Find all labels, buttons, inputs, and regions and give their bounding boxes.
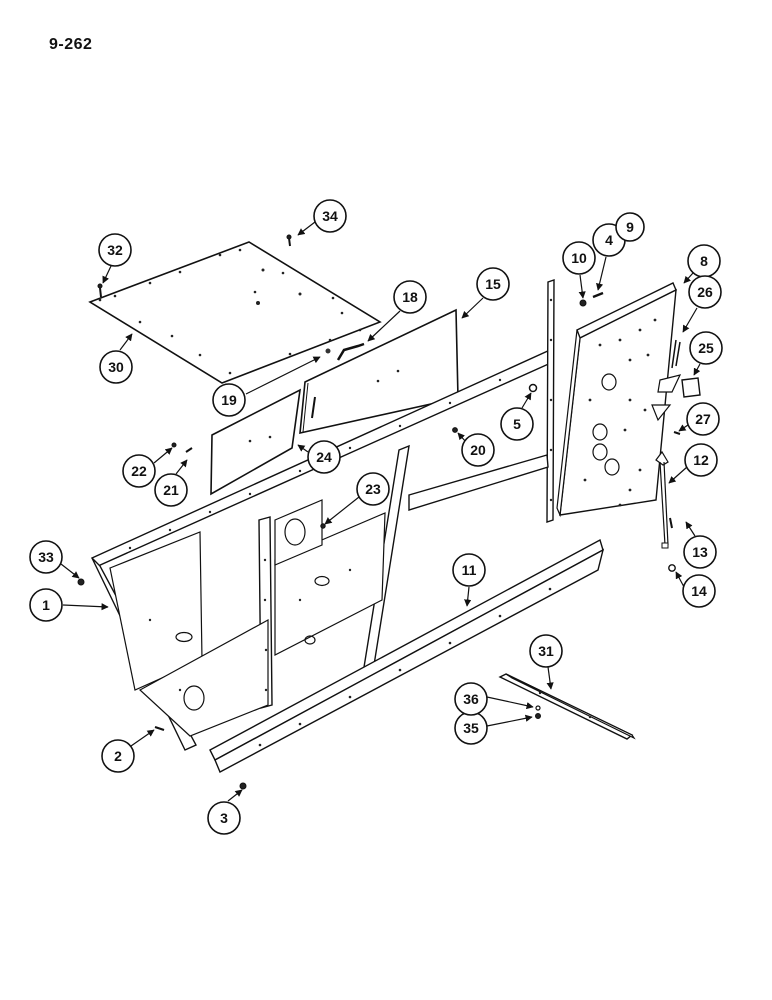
callout-23: 23 xyxy=(356,472,390,506)
callout-33: 33 xyxy=(29,540,63,574)
callout-19: 19 xyxy=(212,383,246,417)
callout-21: 21 xyxy=(154,473,188,507)
page-number: 9-262 xyxy=(49,36,93,53)
callout-20: 20 xyxy=(461,433,495,467)
callout-32: 32 xyxy=(98,233,132,267)
callout-label: 12 xyxy=(693,452,709,468)
callout-24: 24 xyxy=(307,440,341,474)
callout-9: 9 xyxy=(615,212,645,242)
cross-bar xyxy=(498,673,636,740)
callout-12: 12 xyxy=(684,443,718,477)
callout-label: 4 xyxy=(605,232,613,248)
callout-35: 35 xyxy=(454,711,488,745)
callout-label: 24 xyxy=(316,449,332,465)
callout-label: 15 xyxy=(485,276,501,292)
callout-22: 22 xyxy=(122,454,156,488)
callout-label: 21 xyxy=(163,482,179,498)
callout-label: 1 xyxy=(42,597,50,613)
callout-label: 11 xyxy=(462,562,477,578)
side-panel-lower xyxy=(210,388,302,496)
callout-label: 23 xyxy=(365,481,381,497)
brace-rod xyxy=(655,450,669,549)
callout-label: 33 xyxy=(38,549,54,565)
callouts: 1 2 3 4 5 8 9 10 11 12 13 14 15 18 19 20… xyxy=(29,199,723,835)
callout-label: 30 xyxy=(108,359,124,375)
callout-3: 3 xyxy=(207,801,241,835)
callout-label: 8 xyxy=(700,253,708,269)
callout-label: 26 xyxy=(697,284,713,300)
callout-13: 13 xyxy=(683,535,717,569)
bracket-cap xyxy=(681,377,701,398)
callout-label: 2 xyxy=(114,748,122,764)
callout-1: 1 xyxy=(29,588,63,622)
callout-label: 9 xyxy=(626,219,634,235)
callout-11: 11 xyxy=(452,553,486,587)
callout-2: 2 xyxy=(101,739,135,773)
end-plate xyxy=(556,282,682,518)
callout-label: 5 xyxy=(513,416,521,432)
callout-25: 25 xyxy=(689,331,723,365)
top-panel xyxy=(88,241,382,384)
callout-26: 26 xyxy=(688,275,722,309)
callout-label: 27 xyxy=(695,411,711,427)
leader-lines xyxy=(60,221,701,802)
callout-label: 10 xyxy=(571,250,587,266)
callout-label: 18 xyxy=(402,289,418,305)
callout-label: 31 xyxy=(538,643,554,659)
callout-31: 31 xyxy=(529,634,563,668)
callout-15: 15 xyxy=(476,267,510,301)
callout-18: 18 xyxy=(393,280,427,314)
callout-label: 36 xyxy=(463,691,479,707)
callout-36: 36 xyxy=(454,682,488,716)
hardware xyxy=(77,234,681,790)
callout-14: 14 xyxy=(682,574,716,608)
bottom-rail xyxy=(209,538,605,773)
callout-27: 27 xyxy=(686,402,720,436)
callout-label: 14 xyxy=(691,583,707,599)
callout-label: 20 xyxy=(470,442,486,458)
callout-label: 19 xyxy=(221,392,237,408)
callout-label: 13 xyxy=(692,544,708,560)
callout-5: 5 xyxy=(500,407,534,441)
callout-8: 8 xyxy=(687,244,721,278)
callout-label: 22 xyxy=(131,463,147,479)
callout-label: 35 xyxy=(463,720,479,736)
main-frame xyxy=(90,279,555,751)
callout-label: 3 xyxy=(220,810,228,826)
callout-34: 34 xyxy=(313,199,347,233)
callout-label: 34 xyxy=(322,208,338,224)
callout-10: 10 xyxy=(562,241,596,275)
handle xyxy=(325,342,365,361)
callout-label: 25 xyxy=(698,340,714,356)
callout-30: 30 xyxy=(99,350,133,384)
callout-label: 32 xyxy=(107,242,123,258)
